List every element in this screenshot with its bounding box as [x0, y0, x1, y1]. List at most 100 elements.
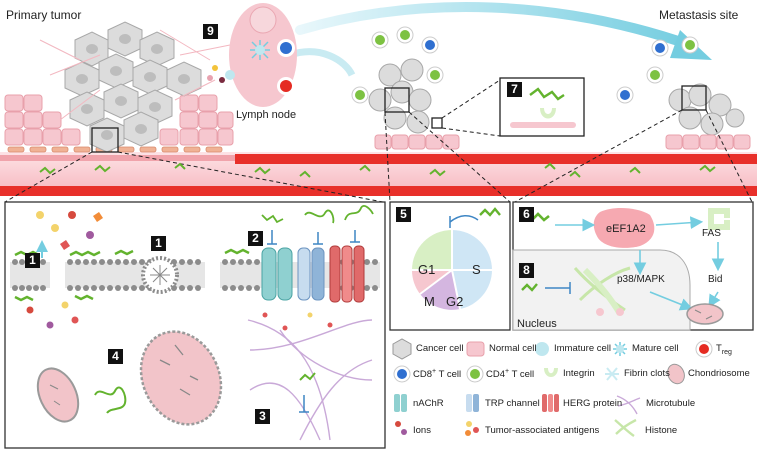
chondriosome-icon: [667, 363, 685, 385]
histone-dna: [573, 266, 631, 316]
microtubules: [247, 319, 373, 441]
step-badge-8: 8: [519, 263, 534, 278]
integrin-icon: [544, 368, 558, 377]
vessel-peptides: [39, 162, 716, 178]
cell-cycle-inhibit: [449, 215, 479, 228]
metastasis-arrow: [295, 2, 695, 50]
phase-g1: G1: [418, 262, 436, 277]
primary-tumor-cluster: [64, 21, 202, 153]
phase-m: M: [424, 294, 435, 309]
step-badge-1b: 1: [151, 236, 166, 251]
mitochondria: [36, 330, 223, 426]
membrane-pore: [141, 256, 179, 294]
cd8-suffix: T cell: [436, 369, 462, 381]
ions-antigens: [26, 211, 333, 331]
channel-inhibitors: [267, 230, 360, 245]
cd8-icon: [393, 365, 411, 383]
nachr-channel: [261, 247, 293, 301]
nachr-icon: [394, 394, 407, 412]
integrin-box-7: [510, 87, 576, 128]
eef1a2-label: eEF1A2: [606, 223, 646, 235]
cd8-superscript: +: [432, 368, 437, 375]
step-badge-6: 6: [519, 207, 534, 222]
membrane-peptides: [14, 248, 250, 302]
legend-chondriosome: Chondriosome: [688, 368, 750, 379]
step-badge-5: 5: [396, 207, 411, 222]
step-badge-1a: 1: [25, 253, 40, 268]
zoom-boxes: [91, 77, 707, 153]
legend-icons: [392, 338, 713, 437]
microtubule-peptide: [299, 372, 316, 413]
step-badge-2: 2: [248, 231, 263, 246]
mature-cell-icon: [613, 342, 627, 356]
legend-antigens: Tumor-associated antigens: [485, 425, 600, 436]
treg-text: T: [716, 343, 722, 354]
fas-protein: [708, 208, 730, 230]
normal-cell-icon: [466, 341, 485, 357]
cancer-cell-icon: [392, 338, 412, 360]
antigens-icon: [465, 421, 479, 436]
legend-cd4: CD4+ T cell: [486, 368, 534, 380]
step-badge-4: 4: [108, 349, 123, 364]
immature-cell-icon: [535, 342, 549, 356]
pathway-mito: [686, 303, 724, 325]
legend-herg: HERG protein: [563, 398, 623, 409]
herg-icon: [542, 394, 559, 412]
fas-label: FAS: [702, 228, 721, 239]
normal-tissue-left: [4, 94, 234, 146]
microtubule-icon: [616, 395, 641, 415]
cd4-suffix: T cell: [509, 369, 535, 381]
phase-g2: G2: [446, 294, 464, 309]
eef1a2-protein: [593, 208, 655, 248]
metastasis-cluster: [668, 83, 745, 136]
trp-icon: [466, 394, 479, 412]
channel-peptides: [261, 204, 374, 224]
cd8-text: CD8: [413, 369, 433, 381]
legend-integrin: Integrin: [563, 368, 595, 379]
bid-label: Bid: [708, 274, 723, 285]
cd4-icon: [466, 365, 484, 383]
legend-ions: Ions: [413, 425, 431, 436]
legend-mature-cell: Mature cell: [632, 343, 679, 354]
lymph-arrow: [288, 48, 356, 77]
legend-normal-cell: Normal cell: [489, 343, 537, 354]
trp-channel: [297, 247, 325, 301]
zoom-lines: [4, 79, 753, 203]
step-badge-3: 3: [255, 409, 270, 424]
legend-microtubule: Microtubule: [646, 398, 696, 409]
legend-trp: TRP channel: [485, 398, 540, 409]
histone-peptide: [521, 283, 538, 292]
primary-tumor-title: Primary tumor: [6, 8, 82, 22]
cd4-superscript: +: [505, 368, 510, 375]
legend-histone: Histone: [645, 425, 678, 436]
legend-cd8: CD8+ T cell: [413, 368, 461, 380]
middle-tumor-cluster: [368, 58, 432, 134]
lymph-node-label: Lymph node: [236, 109, 297, 121]
pathway-arrows: [555, 216, 725, 311]
circulating-cells: [351, 26, 699, 104]
treg-subscript: reg: [721, 348, 732, 356]
cell-cycle-peptide: [479, 207, 501, 217]
blood-vessel: [0, 152, 757, 196]
nucleus-label: Nucleus: [517, 318, 557, 330]
legend-treg: Treg: [716, 343, 732, 356]
treg-icon: [695, 340, 713, 358]
middle-normal-cells: [374, 134, 460, 150]
step-badge-9: 9: [203, 24, 218, 39]
phase-s: S: [472, 262, 481, 277]
cell-cycle-pie: [412, 230, 492, 310]
fibrin-icon: [605, 367, 619, 381]
histone-icon: [614, 418, 637, 437]
histone-inhibit: [545, 282, 571, 294]
fibrin-strands: [39, 29, 231, 121]
metastasis-site-title: Metastasis site: [659, 8, 739, 22]
cell-membrane: [10, 259, 380, 291]
metastasis-normal-cells: [665, 134, 751, 150]
cd4-text: CD4: [486, 369, 506, 381]
p38-mapk-label: p38/MAPK: [617, 274, 665, 285]
legend-immature-cell: Immature cell: [554, 343, 612, 354]
legend-nachr: nAChR: [413, 398, 444, 409]
basement-cells-left: [7, 146, 223, 153]
lymph-node: [207, 3, 297, 107]
